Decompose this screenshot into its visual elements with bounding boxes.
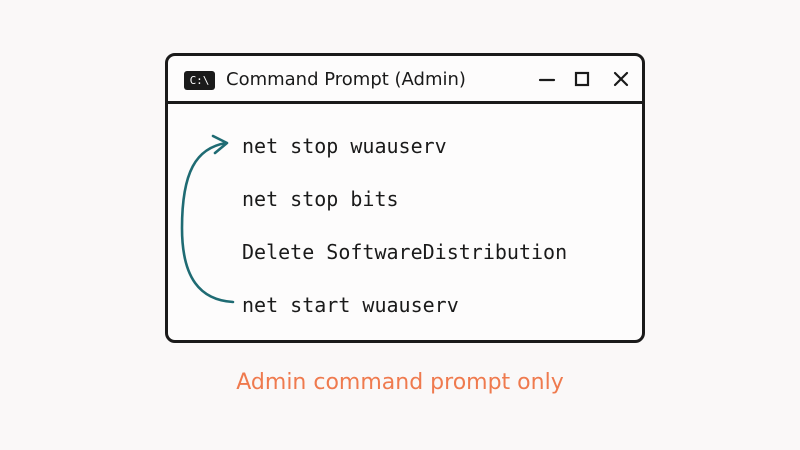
maximize-icon[interactable] bbox=[571, 68, 593, 90]
command-line: Delete SoftwareDistribution bbox=[242, 240, 568, 264]
command-line: net stop bits bbox=[242, 187, 399, 211]
command-line: net stop wuauserv bbox=[242, 134, 447, 158]
caption-note: Admin command prompt only bbox=[236, 370, 564, 395]
command-prompt-icon: C:\ bbox=[184, 71, 215, 90]
close-icon[interactable] bbox=[610, 68, 632, 90]
window-title: Command Prompt (Admin) bbox=[226, 69, 466, 90]
loop-arrow-icon bbox=[180, 134, 235, 304]
command-prompt-window: C:\ Command Prompt (Admin) net stop wuau… bbox=[165, 53, 645, 343]
title-bar[interactable]: C:\ Command Prompt (Admin) bbox=[168, 56, 642, 104]
minimize-icon[interactable] bbox=[536, 68, 558, 90]
command-line: net start wuauserv bbox=[242, 293, 459, 317]
